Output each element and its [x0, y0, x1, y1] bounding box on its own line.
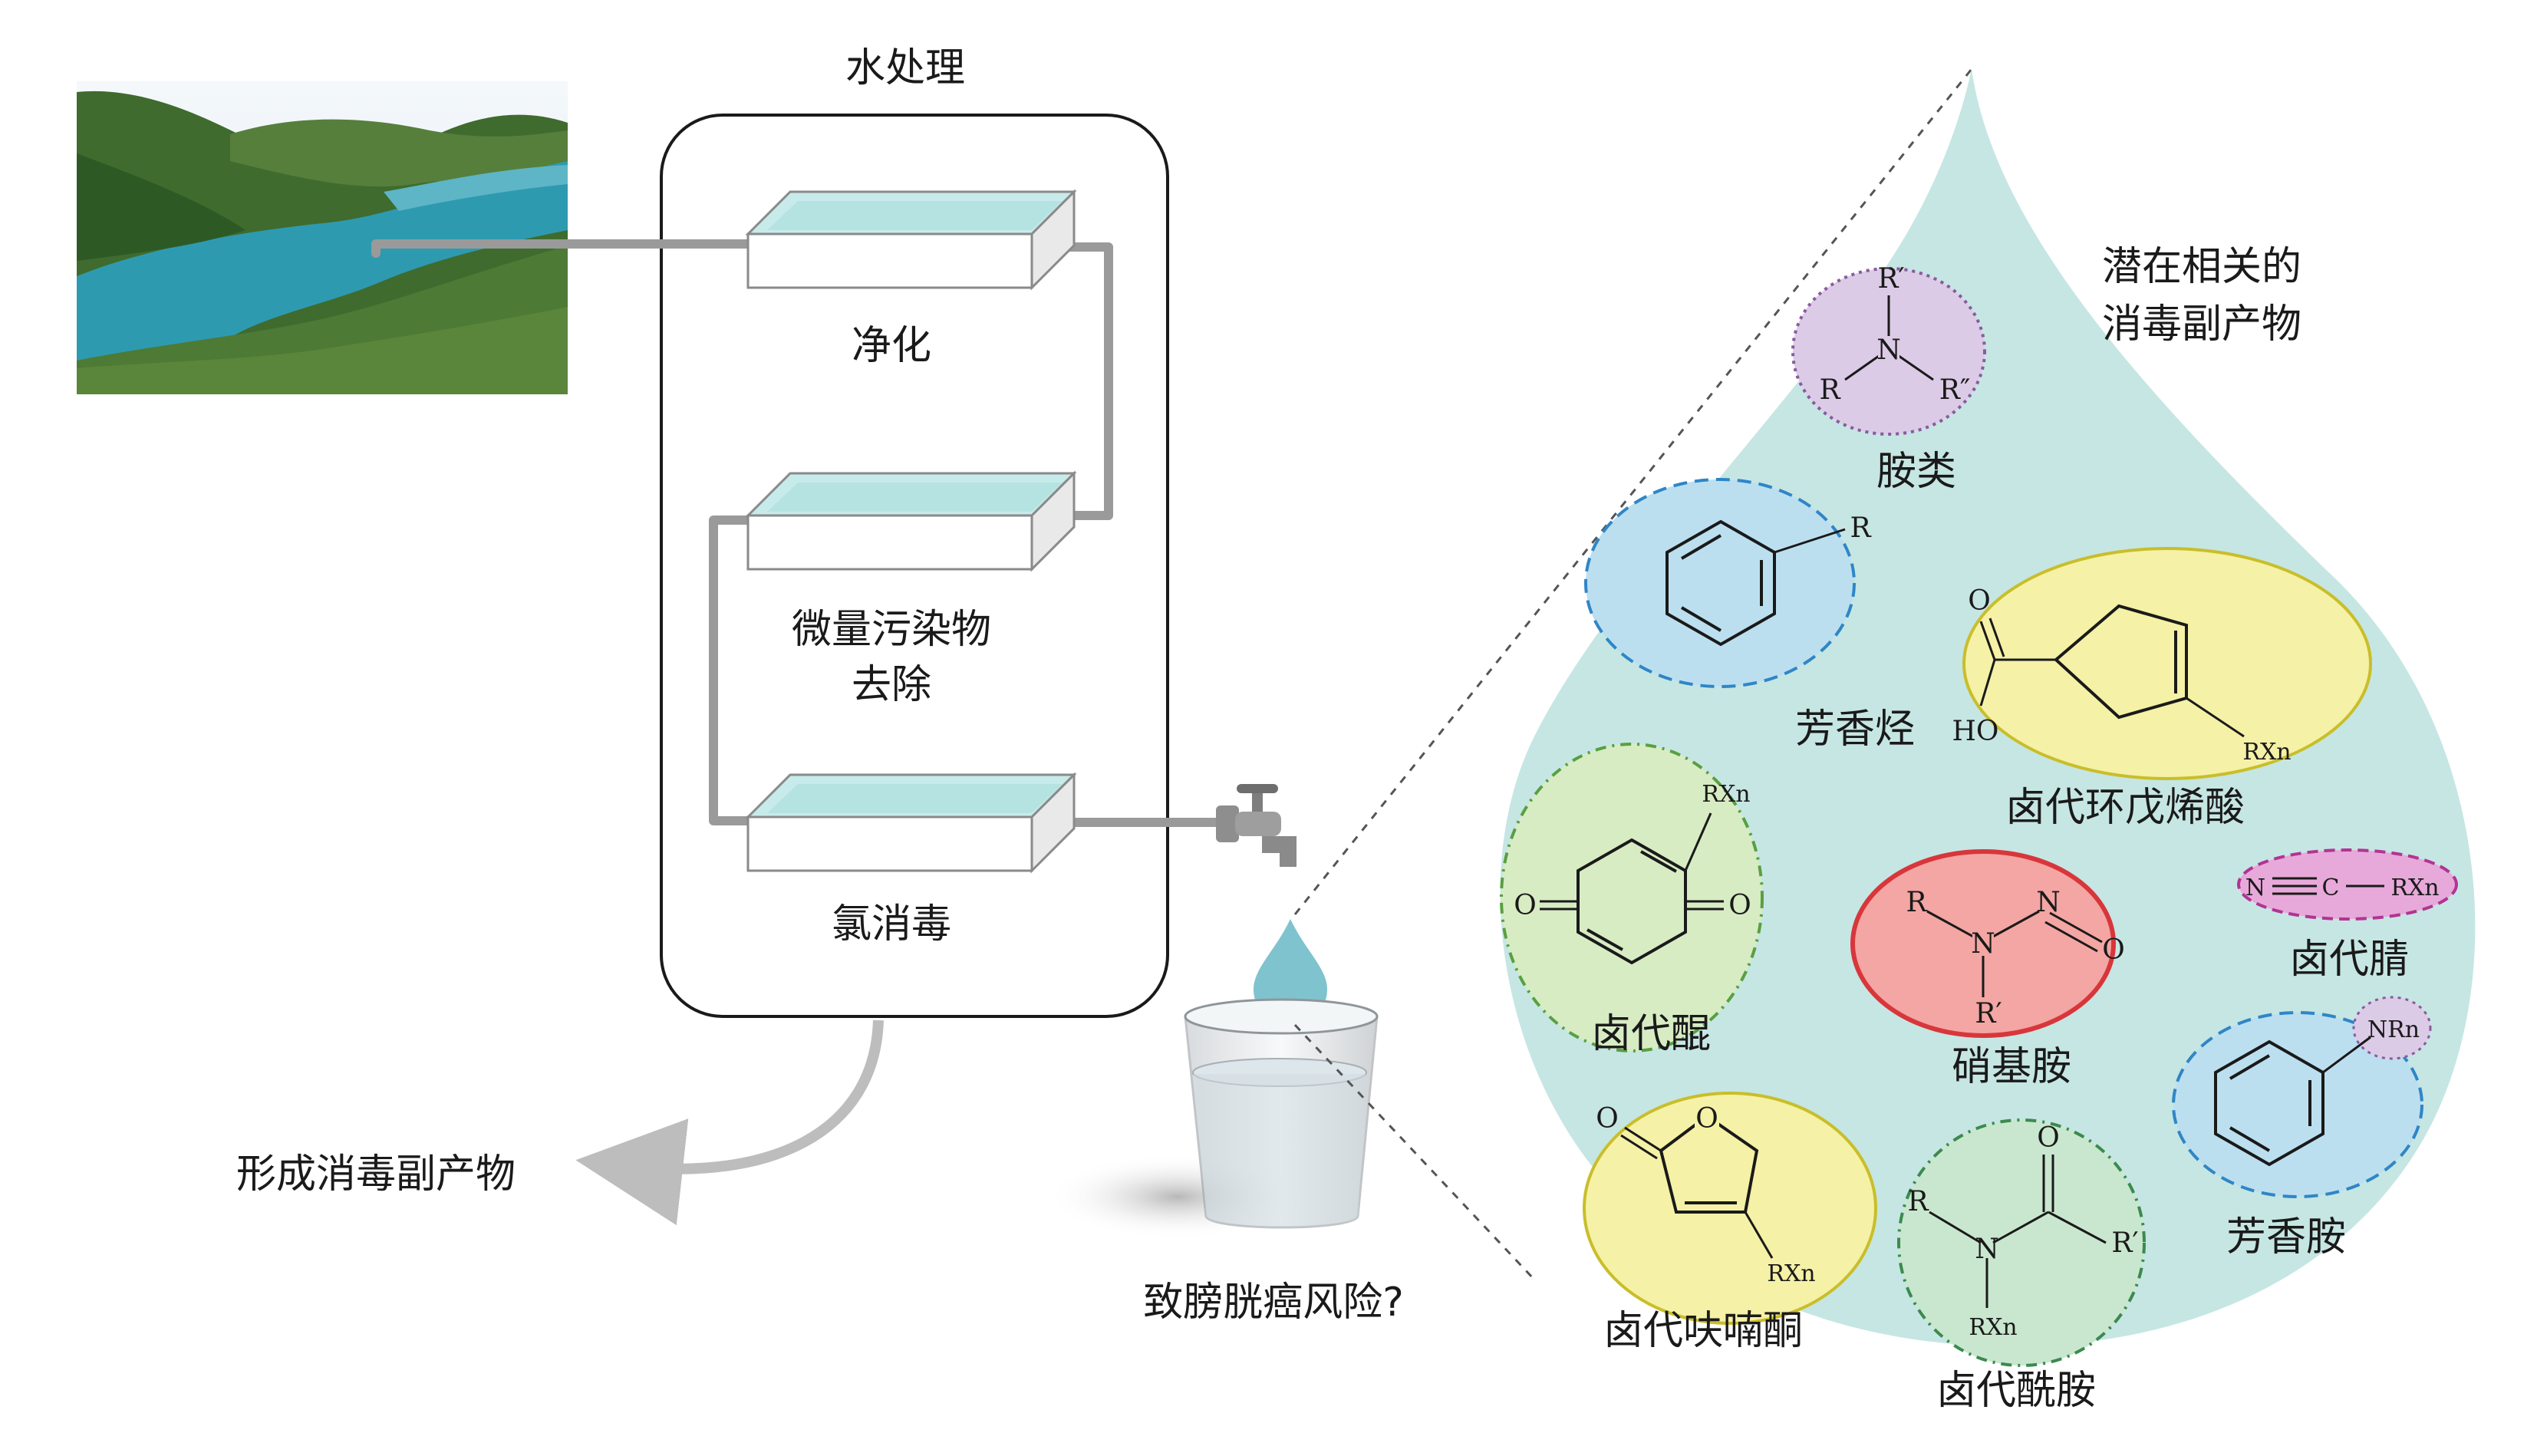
aromatic-amines-structure: NRn [2172, 996, 2432, 1198]
water-droplet-icon [1254, 919, 1327, 1023]
aromatic-hydrocarbons-structure: R [1584, 478, 1871, 688]
risk-question: 致膀胱癌风险? [1143, 1280, 1404, 1326]
output-label: 形成消毒副产物 [236, 1151, 516, 1197]
halo-nitriles-structure: N C RXn [2237, 848, 2458, 921]
amine-r-dprime: R″ [1939, 374, 1971, 406]
furanone-rxn: RXn [1767, 1260, 1815, 1287]
nitrile-n: N [2245, 875, 2265, 901]
amide-r-prime: R′ [2111, 1227, 2138, 1259]
furanone-carbonyl-o: O [1596, 1103, 1619, 1135]
chlorination-tank [745, 772, 1077, 874]
nitrosamine-r: R [1906, 887, 1927, 918]
aromatic-hydrocarbons-label: 芳香烃 [1795, 707, 1915, 753]
nitrosamine-r-prime: R′ [1975, 998, 2002, 1029]
halo-quinones-label: 卤代醌 [1591, 1011, 1711, 1057]
halo-amides-structure: O N R R′ RXn [1897, 1118, 2146, 1367]
byproduct-formation-arrow [575, 1020, 884, 1226]
amide-o: O [2037, 1122, 2060, 1154]
drop-title-line1: 潜在相关的 [2102, 244, 2301, 290]
amine-r: R [1819, 374, 1840, 406]
nitrosamine-o: O [2102, 934, 2125, 966]
aromatic-r: R [1850, 512, 1871, 544]
purification-tank [745, 189, 1077, 291]
halo-cyclopentenoic-acid-label: 卤代环戊烯酸 [2005, 785, 2245, 831]
amide-n: N [1975, 1234, 1999, 1265]
nitrosamine-n-amine: N [1971, 928, 1995, 960]
drop-title-line2: 消毒副产物 [2102, 301, 2301, 348]
micropollutant-removal-tank [745, 470, 1077, 572]
nitrosamines-label: 硝基胺 [1952, 1044, 2071, 1090]
halo-furanones-label: 卤代呋喃酮 [1603, 1308, 1803, 1354]
reservoir-landscape-photo [77, 81, 568, 395]
zoom-guide-lines [1293, 68, 1973, 1281]
acid-ho: HO [1952, 716, 1999, 747]
nitrile-rxn: RXn [2390, 875, 2439, 901]
aromatic-amines-label: 芳香胺 [2226, 1214, 2346, 1260]
stage-micropollutant-label-line1: 微量污染物 [792, 607, 991, 653]
nitrosamine-n-nitroso: N [2036, 887, 2061, 918]
amine-r-prime: R′ [1877, 263, 1904, 295]
quinone-o-right: O [1728, 890, 1751, 921]
water-treatment-title: 水处理 [845, 45, 965, 91]
amide-rxn: RXn [1969, 1314, 2017, 1341]
furanone-ring-o: O [1695, 1103, 1718, 1135]
faucet-icon [1216, 784, 1297, 867]
acid-rxn: RXn [2242, 739, 2291, 766]
halo-furanones-structure: O O RXn [1583, 1092, 1877, 1325]
halo-amides-label: 卤代酰胺 [1936, 1368, 2096, 1414]
acid-carbonyl-o: O [1968, 585, 1991, 617]
amine-n-atom: N [1876, 334, 1901, 366]
amide-r: R [1907, 1186, 1929, 1217]
drinking-glass-icon [1047, 998, 1379, 1239]
nitrosamines-structure: N N O R R′ [1850, 849, 2125, 1038]
stage-purify-label: 净化 [852, 323, 931, 369]
quinone-rxn: RXn [1702, 781, 1750, 808]
halo-nitriles-label: 卤代腈 [2289, 937, 2409, 983]
nitrile-c: C [2322, 875, 2340, 901]
halo-cyclopentenoic-acid-structure: O HO RXn [1952, 547, 2372, 780]
stage-chlorination-label: 氯消毒 [832, 901, 951, 947]
aromatic-amine-nrn: NRn [2367, 1016, 2420, 1043]
amines-label: 胺类 [1876, 449, 1956, 495]
stage-micropollutant-label-line2: 去除 [852, 662, 931, 708]
quinone-o-left: O [1514, 890, 1537, 921]
halo-quinones-structure: O O RXn [1500, 743, 1764, 1052]
amines-structure: N R′ R R″ [1791, 263, 1986, 436]
